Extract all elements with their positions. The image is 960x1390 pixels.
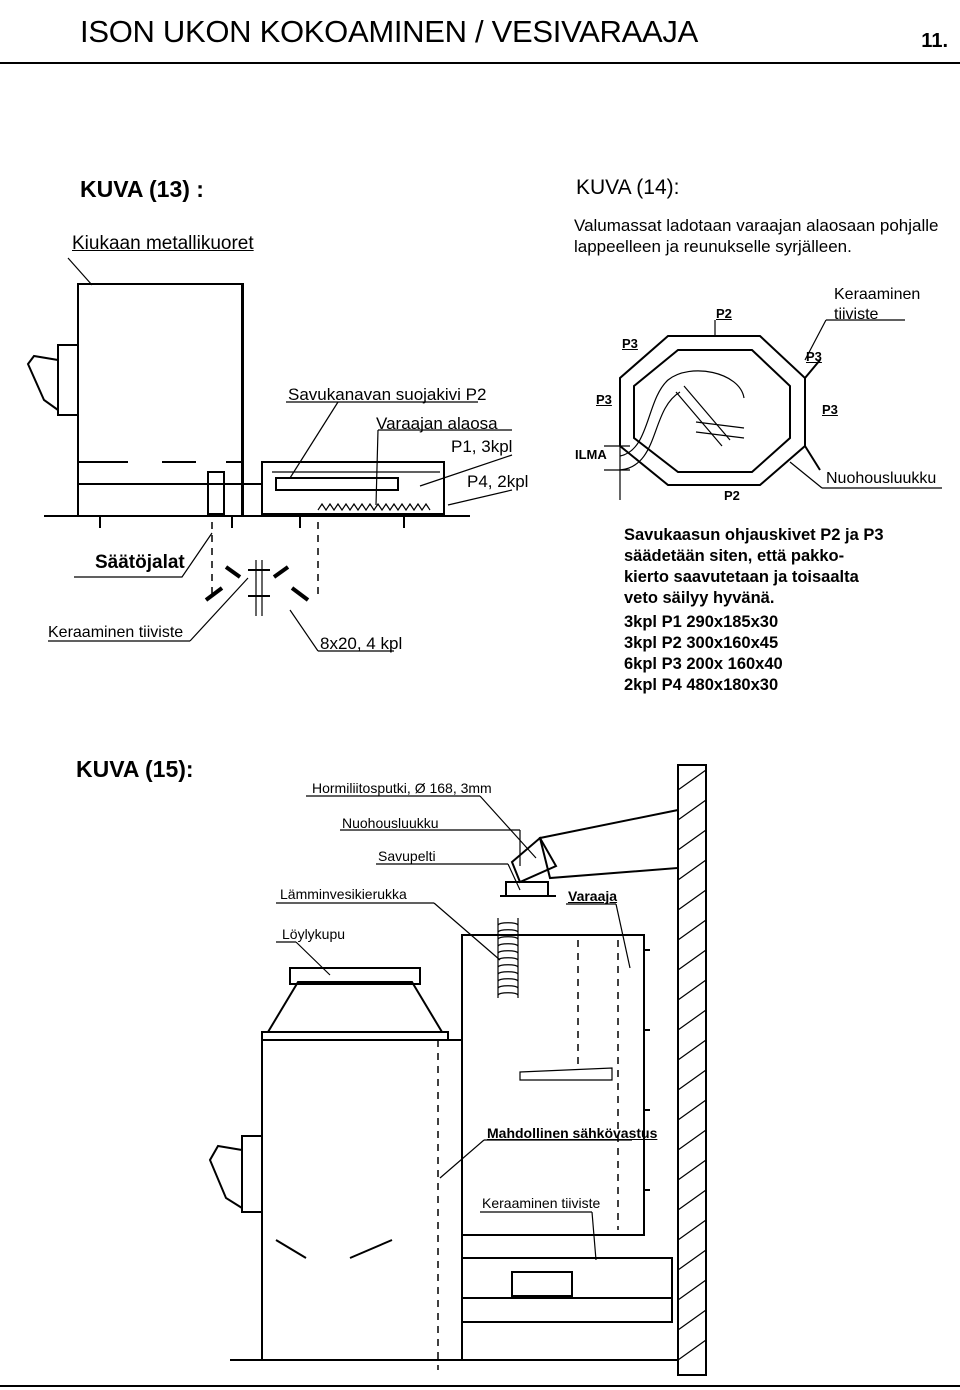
fig13-heading: KUVA (13) : bbox=[80, 176, 204, 202]
fig14-label-cleanout: Nuohousluukku bbox=[826, 470, 937, 487]
fig14-part: 2kpl P4 480x180x30 bbox=[624, 676, 779, 694]
page-number: 11. bbox=[921, 30, 948, 52]
fig15-label-damper: Savupelti bbox=[378, 848, 436, 864]
header-rule bbox=[0, 62, 960, 64]
fig15-label-flue-pipe: Hormiliitosputki, Ø 168, 3mm bbox=[312, 780, 492, 796]
fig13-label-bolts: 8x20, 4 kpl bbox=[320, 634, 403, 653]
fig13-label-covers: Kiukaan metallikuoret bbox=[72, 233, 254, 254]
fig13-label-p4: P4, 2kpl bbox=[467, 472, 529, 491]
fig14-label-p2-bottom: P2 bbox=[724, 488, 740, 503]
fig15-drawing bbox=[208, 764, 707, 1376]
fig13-label-flue-stone: Savukanavan suojakivi P2 bbox=[288, 385, 487, 404]
fig15-label-bowl: Löylykupu bbox=[282, 926, 346, 942]
fig14-label-p3-right-mid: P3 bbox=[822, 402, 838, 417]
fig14-label-air: ILMA bbox=[575, 447, 607, 462]
fig14-desc-line1: Savukaasun ohjauskivet P2 ja P3 bbox=[624, 526, 884, 544]
fig13-label-tank-bottom: Varaajan alaosa bbox=[376, 414, 498, 433]
fig14-label-p2-top: P2 bbox=[716, 306, 732, 321]
fig14-part: 3kpl P2 300x160x45 bbox=[624, 634, 779, 652]
fig15-label-heater: Mahdollinen sähkövastus bbox=[487, 1125, 658, 1141]
fig14-desc-line2: säädetään siten, että pakko- bbox=[624, 547, 845, 565]
fig14-description: Savukaasun ohjauskivet P2 ja P3 säädetää… bbox=[624, 525, 954, 609]
fig14-label-p3-left-top: P3 bbox=[622, 336, 638, 351]
fig14-intro-line2: lappeelleen ja reunukselle syrjälleen. bbox=[574, 237, 852, 256]
fig13-label-seal: Keraaminen tiiviste bbox=[48, 624, 184, 641]
coil bbox=[497, 918, 519, 998]
fig14-label-p3-right-top: P3 bbox=[806, 349, 822, 364]
fig14-label-seal-1: Keraaminen bbox=[834, 286, 921, 303]
fig14-desc-line4: veto säilyy hyvänä. bbox=[624, 589, 775, 607]
fig14-part: 3kpl P1 290x185x30 bbox=[624, 613, 779, 631]
fig15-heading: KUVA (15): bbox=[76, 756, 194, 782]
footer-rule bbox=[0, 1385, 960, 1387]
page-title: ISON UKON KOKOAMINEN / VESIVARAAJA bbox=[80, 14, 698, 49]
fig14-desc-line3: kierto saavutetaan ja toisaalta bbox=[624, 568, 859, 586]
fig14-part: 6kpl P3 200x 160x40 bbox=[624, 655, 783, 673]
fig15-label-coil: Lämminvesikierukka bbox=[280, 886, 407, 902]
fig14-drawing bbox=[604, 319, 942, 500]
fig14-intro-line1: Valumassat ladotaan varaajan alaosaan po… bbox=[574, 216, 939, 235]
fig15-label-cleanout: Nuohousluukku bbox=[342, 815, 439, 831]
fig13-label-p1: P1, 3kpl bbox=[451, 437, 513, 456]
fig15-label-seal: Keraaminen tiiviste bbox=[482, 1195, 601, 1211]
fig14-label-p3-left-mid: P3 bbox=[596, 392, 612, 407]
fig14-parts-list: 3kpl P1 290x185x30 3kpl P2 300x160x45 6k… bbox=[624, 612, 954, 696]
fig15-label-tank: Varaaja bbox=[568, 888, 618, 904]
fig14-label-seal-2: tiiviste bbox=[834, 306, 879, 323]
fig13-label-feet: Säätöjalat bbox=[95, 552, 185, 573]
fig13-drawing bbox=[26, 257, 513, 652]
fig14-heading: KUVA (14): bbox=[576, 176, 680, 199]
